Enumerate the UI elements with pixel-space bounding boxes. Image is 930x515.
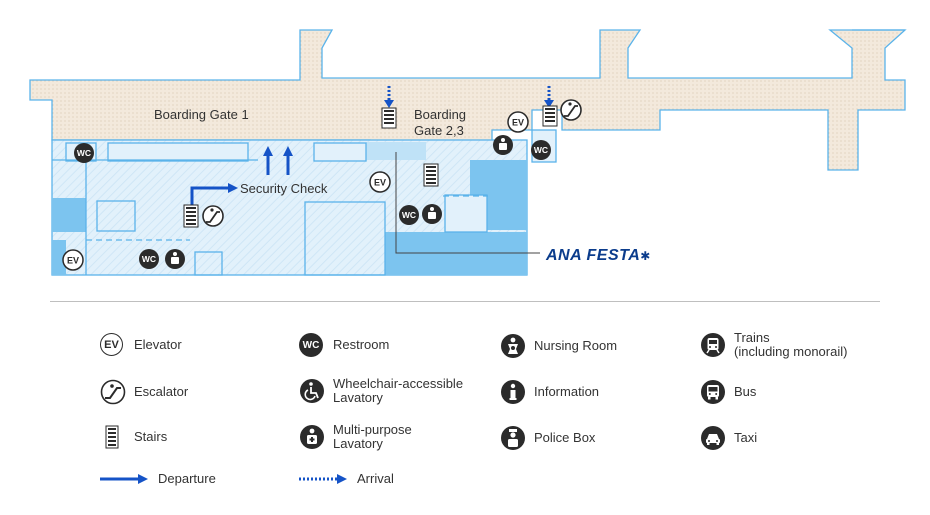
legend-multipurpose-lavatory: Multi-purpose Lavatory [299,423,412,451]
boarding-gate-23-label-line2: Gate 2,3 [414,123,464,138]
legend-restroom-label: Restroom [333,337,390,352]
legend-information: Information [500,379,599,405]
arrival-arrow-icon [299,474,347,484]
legend-taxi-label: Taxi [734,430,758,445]
bus-icon [701,380,725,404]
legend-wheelchair-lavatory: Wheelchair-accessible Lavatory [299,377,463,405]
ana-festa-mark: ✱ [640,249,651,263]
legend-multipurpose-lavatory-label: Multi-purpose Lavatory [333,422,412,451]
terminal-floor-map: EV EV EV WC WC WC WC [29,29,907,276]
legend-restroom: WC Restroom [299,333,389,357]
restroom-icon: WC [399,205,419,225]
stairs-icon [105,425,119,449]
multipurpose-lavatory-icon [422,204,442,224]
legend-police-box-label: Police Box [534,430,596,445]
legend-stairs: Stairs [100,425,167,449]
elevator-icon: EV [507,111,529,133]
legend-police-box: Police Box [500,425,595,451]
train-icon [701,333,725,357]
multipurpose-lavatory-icon [165,249,185,269]
restroom-icon: WC [299,333,323,357]
elevator-icon-text: EV [374,178,386,188]
escalator-icon [560,99,582,121]
restroom-icon: WC [531,140,551,160]
legend-bus: Bus [700,379,756,405]
multipurpose-lavatory-icon [300,425,324,449]
legend-elevator-label: Elevator [134,336,182,352]
legend-information-label: Information [534,384,600,399]
police-box-icon [501,426,525,450]
restroom-icon: WC [139,249,159,269]
elevator-icon: EV [100,333,123,356]
escalator-icon [100,379,126,405]
legend-nursing-room-label: Nursing Room [534,338,618,353]
legend-stairs-label: Stairs [134,429,168,444]
legend-trains-label: Trains (including monorail) [734,330,848,359]
legend-trains: Trains (including monorail) [700,331,847,359]
elevator-icon-text: EV [512,118,524,128]
stairs-icon [183,204,199,228]
stairs-icon [381,107,397,129]
ana-festa-text: ANA FESTA [546,247,641,264]
elevator-icon: EV [62,249,84,271]
taxi-icon [701,426,725,450]
boarding-gate-1-label: Boarding Gate 1 [154,107,249,122]
legend-bus-label: Bus [734,384,757,399]
restroom-icon-text: WC [402,210,416,220]
nursing-room-icon [501,334,525,358]
departure-arrow-security [190,183,238,205]
escalator-icon [202,205,224,227]
restroom-icon: WC [74,143,94,163]
legend-escalator-label: Escalator [134,384,189,399]
legend-departure-label: Departure [158,471,216,486]
stairs-icon [542,105,558,127]
legend-arrival-label: Arrival [357,471,394,486]
legend-wheelchair-lavatory-label: Wheelchair-accessible Lavatory [333,376,464,405]
elevator-icon: EV [369,171,391,193]
restroom-icon-text: WC [534,145,548,155]
legend-elevator: EV Elevator [100,333,182,356]
security-check-label: Security Check [240,181,328,196]
elevator-icon-text: EV [67,256,79,266]
restroom-icon-text: WC [142,254,156,264]
legend-escalator: Escalator [100,379,188,405]
legend-arrival: Arrival [299,471,394,487]
departure-arrows-up [263,146,293,175]
restroom-icon-text: WC [77,148,91,158]
multipurpose-lavatory-icon [493,135,513,155]
information-icon [501,380,525,404]
departure-arrow-icon [100,474,148,484]
stairs-icon [423,163,439,187]
boarding-gate-23-label-line1: Boarding [414,107,467,122]
legend-nursing-room: Nursing Room [500,333,617,359]
shop-leader-line [395,152,540,254]
legend-taxi: Taxi [700,425,757,451]
ana-festa-logo[interactable]: ANA FESTA✱ [546,247,651,265]
legend-departure: Departure [100,471,216,487]
legend-divider [50,301,880,302]
wheelchair-icon [300,379,324,403]
